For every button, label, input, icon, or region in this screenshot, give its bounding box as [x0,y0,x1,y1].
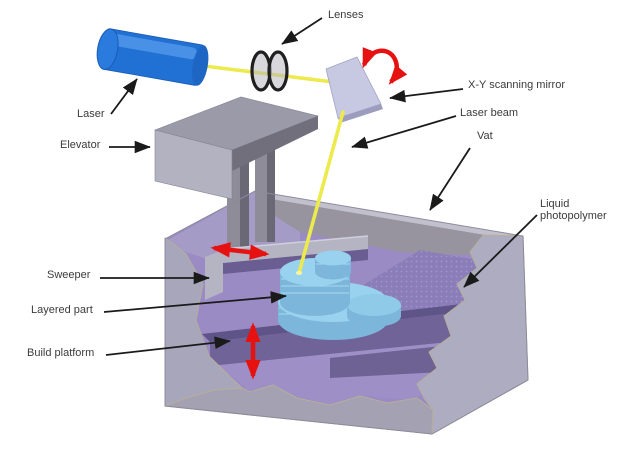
lenses-pointer-arrow [281,17,323,45]
layered-part-pointer-arrow [103,291,287,313]
liquid-pointer-arrow [463,214,538,288]
label-liquid-photopolymer: Liquid photopolymer [540,198,607,222]
label-elevator: Elevator [60,139,101,151]
label-arrows [100,17,538,356]
label-build-platform: Build platform [27,347,95,359]
label-vat: Vat [477,130,493,142]
elevator-front-face [154,129,233,200]
laser [96,28,209,86]
lenses [250,50,289,92]
label-laser-beam: Laser beam [460,107,519,119]
vat-bottom-wall [164,384,434,435]
liquid-front-shadow [330,346,442,378]
label-liquid-line1: Liquid [540,198,570,210]
build-platform-pointer-arrow [105,336,231,356]
mirror-pointer-arrow [389,88,464,103]
label-liquid-line2: photopolymer [540,210,607,222]
laser-pointer-arrow [110,78,138,115]
vat-rim [253,191,523,241]
vat-pointer-arrow [429,147,471,211]
sweeper-end-block [205,250,223,300]
xy-scanning-mirror [325,56,383,123]
laser-beam [295,110,345,275]
label-layered-part: Layered part [31,304,93,316]
elevator-under-face [232,116,318,171]
label-sweeper: Sweeper [47,269,91,281]
elevator [154,96,319,200]
beam-pointer-arrow [351,115,457,149]
label-lenses: Lenses [328,9,364,21]
mirror-rotation-arrow [361,47,408,85]
layered-part [278,250,401,340]
sweep-direction-arrow [210,242,270,260]
label-laser: Laser [77,108,105,120]
label-xy-scanning-mirror: X-Y scanning mirror [468,79,565,91]
